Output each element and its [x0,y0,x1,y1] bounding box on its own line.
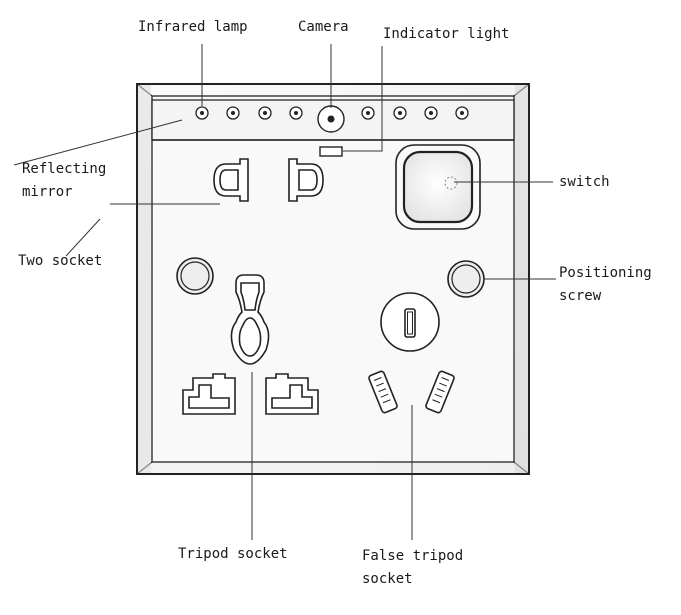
tripod-socket-earth-slot [230,274,270,365]
label-reflecting-mirror-line2: mirror [22,184,73,200]
label-reflecting-mirror-line1: Reflecting [22,161,107,177]
label-positioning-screw-line2: screw [559,288,602,304]
label-tripod-socket: Tripod socket [178,546,288,562]
label-positioning-screw-line1: Positioning [559,265,652,281]
tripod-socket-right-pin [265,373,319,415]
leader-two-socket-diagonal [65,218,101,257]
positioning-screw-left [176,257,214,295]
infrared-lamp-icon [226,106,240,120]
positioning-screw-right [447,260,485,298]
indicator-light-icon [319,146,343,157]
leader-reflecting-mirror [13,119,183,166]
label-infrared-lamp: Infrared lamp [138,19,248,35]
label-false-tripod-socket-line2: socket [362,571,413,587]
infrared-lamp-icon [393,106,407,120]
infrared-lamp-icon [195,106,209,120]
infrared-lamps [195,106,469,120]
infrared-lamp-icon [424,106,438,120]
infrared-lamp-icon [361,106,375,120]
label-two-socket: Two socket [18,253,103,269]
false-tripod-socket [368,292,455,414]
camera-icon [317,105,345,133]
label-camera: Camera [298,19,349,35]
label-indicator-light: Indicator light [383,26,510,42]
leader-indicator-light [343,46,383,152]
label-switch: switch [559,174,610,190]
switch-button[interactable] [395,144,481,230]
label-false-tripod-socket-line1: False tripod [362,548,464,564]
infrared-lamp-icon [258,106,272,120]
infrared-lamp-icon [289,106,303,120]
infrared-lamp-icon [455,106,469,120]
leader-lines [13,44,556,540]
two-pin-socket [213,158,324,202]
tripod-socket-left-pin [182,373,236,415]
